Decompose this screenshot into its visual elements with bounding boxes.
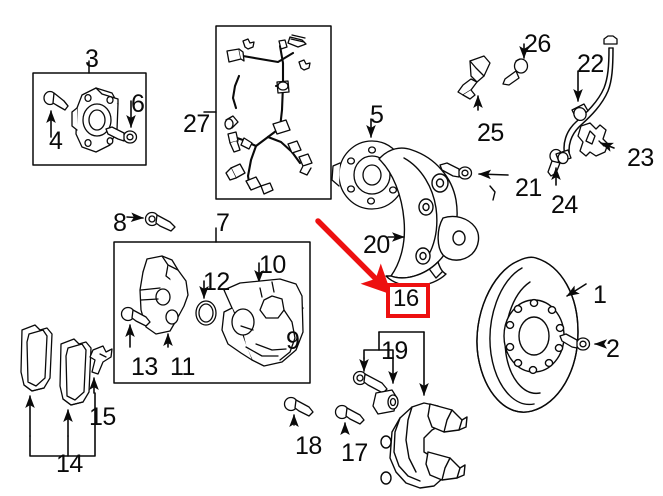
callout-caliper-pin-boot: 10 — [259, 251, 286, 279]
callout-dust-shield-nut: 21 — [515, 174, 542, 202]
callout-shield-screw: 24 — [551, 191, 578, 219]
callout-pad-wear-clip: 15 — [89, 403, 116, 431]
callout-brake-dust-shield: 20 — [363, 231, 390, 259]
callout-hub-mounting-bolt: 6 — [131, 90, 145, 118]
callout-actuator-bolt: 13 — [131, 353, 158, 381]
callout-guide-pin-bushing: 19 — [381, 337, 408, 365]
callout-abs-wiring-harness-group: 27 — [183, 110, 210, 138]
callout-brake-pad-set: 14 — [56, 450, 83, 478]
callout-abs-speed-sensor: 25 — [477, 119, 504, 147]
callout-bleeder-screw: 9 — [286, 327, 300, 355]
highlighted-part-box — [386, 283, 430, 318]
callout-parking-brake-actuator: 11 — [170, 353, 195, 381]
callout-hose-retaining-clip: 23 — [627, 144, 654, 172]
callout-wheel-hub: 5 — [370, 101, 384, 129]
callout-brake-hose: 22 — [577, 50, 604, 78]
callout-bracket-bolt-lower: 17 — [341, 439, 368, 467]
callout-caliper-guide-bolt: 8 — [113, 209, 127, 237]
callout-bracket-bolt-upper: 18 — [295, 432, 322, 460]
callout-hub-bearing-assembly-group: 3 — [85, 45, 99, 73]
callout-caliper-mounting-bracket: 16 — [393, 285, 419, 312]
callout-caliper-seal-ring: 12 — [203, 268, 230, 296]
highlight-arrow — [315, 218, 392, 295]
callout-caliper-assembly-group: 7 — [216, 209, 230, 237]
callout-sensor-mounting-bolt: 26 — [524, 30, 551, 58]
callout-brake-rotor-disc: 1 — [593, 281, 607, 309]
callout-hub-bolt: 4 — [49, 127, 63, 155]
callout-rotor-retaining-screw: 2 — [606, 335, 620, 363]
